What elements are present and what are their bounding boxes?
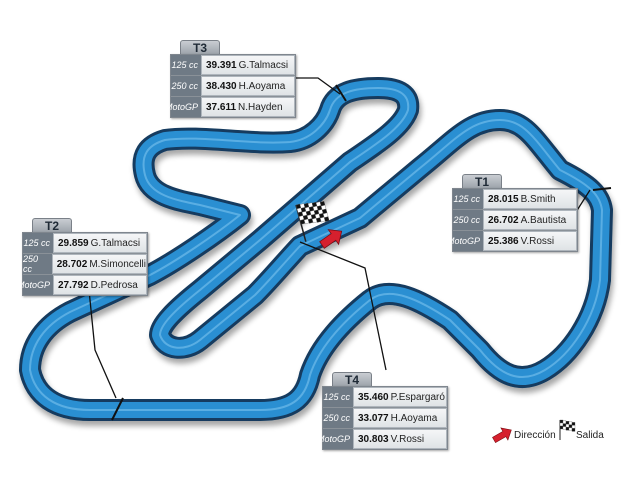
rider-name: G.Talmacsi xyxy=(90,237,141,249)
lap-time: 30.803 xyxy=(358,433,389,445)
class-label: 125 cc xyxy=(323,387,353,407)
lap-time: 37.611 xyxy=(206,101,237,113)
legend-direction-label: Dirección xyxy=(514,430,556,441)
lap-time: 38.430 xyxy=(206,80,237,92)
rider-name: A.Bautista xyxy=(520,214,567,226)
sector-t3-label: T3 xyxy=(180,40,220,55)
t3-leader-line xyxy=(295,77,341,95)
class-label: 125 cc xyxy=(453,189,483,209)
rider-name: G.Talmacsi xyxy=(238,59,289,71)
rider-name: H.Aoyama xyxy=(238,80,286,92)
legend-start-flag-icon xyxy=(559,419,576,440)
class-label: 250 cc xyxy=(171,76,201,96)
t4-leader-line xyxy=(299,241,387,371)
rider-name: V.Rossi xyxy=(520,235,555,247)
rider-name: H.Aoyama xyxy=(390,412,438,424)
lap-time: 25.386 xyxy=(488,235,519,247)
class-label: 250 cc xyxy=(323,408,353,428)
lap-time: 35.460 xyxy=(358,391,389,403)
lap-time: 26.702 xyxy=(488,214,519,226)
legend-start-label: Salida xyxy=(576,430,604,441)
t2-leader-line xyxy=(87,279,117,399)
class-label: 125 cc xyxy=(171,55,201,75)
track xyxy=(19,77,613,422)
class-label: 125 cc xyxy=(23,233,53,253)
start-flag-icon xyxy=(295,201,330,242)
class-label: MotoGP xyxy=(165,97,201,117)
sector-t2-label: T2 xyxy=(32,218,72,233)
rider-name: V.Rossi xyxy=(390,433,425,445)
direction-arrow-icon xyxy=(319,229,343,249)
class-label: MotoGP xyxy=(317,429,353,449)
t2-sector-mark xyxy=(111,397,124,421)
lap-time: 39.391 xyxy=(206,59,237,71)
lap-time: 28.015 xyxy=(488,193,519,205)
rider-name: P.Espargaró xyxy=(390,391,445,403)
rider-name: B.Smith xyxy=(520,193,556,205)
class-label: 250 cc xyxy=(23,254,52,274)
lap-time: 33.077 xyxy=(358,412,389,424)
rider-name: M.Simoncelli xyxy=(89,258,146,270)
class-label: 250 cc xyxy=(453,210,483,230)
sector-t4-label: T4 xyxy=(332,372,372,387)
rider-name: N.Hayden xyxy=(238,101,283,113)
lap-time: 28.702 xyxy=(56,258,88,270)
class-label: MotoGP xyxy=(17,275,53,295)
t3-sector-mark xyxy=(335,84,347,102)
sector-t1-label: T1 xyxy=(462,174,502,189)
legend-direction-icon xyxy=(492,427,512,444)
rider-name: D.Pedrosa xyxy=(90,279,138,291)
lap-time: 27.792 xyxy=(58,279,89,291)
class-label: MotoGP xyxy=(447,231,483,251)
t1-sector-mark xyxy=(592,187,612,191)
lap-time: 29.859 xyxy=(58,237,89,249)
